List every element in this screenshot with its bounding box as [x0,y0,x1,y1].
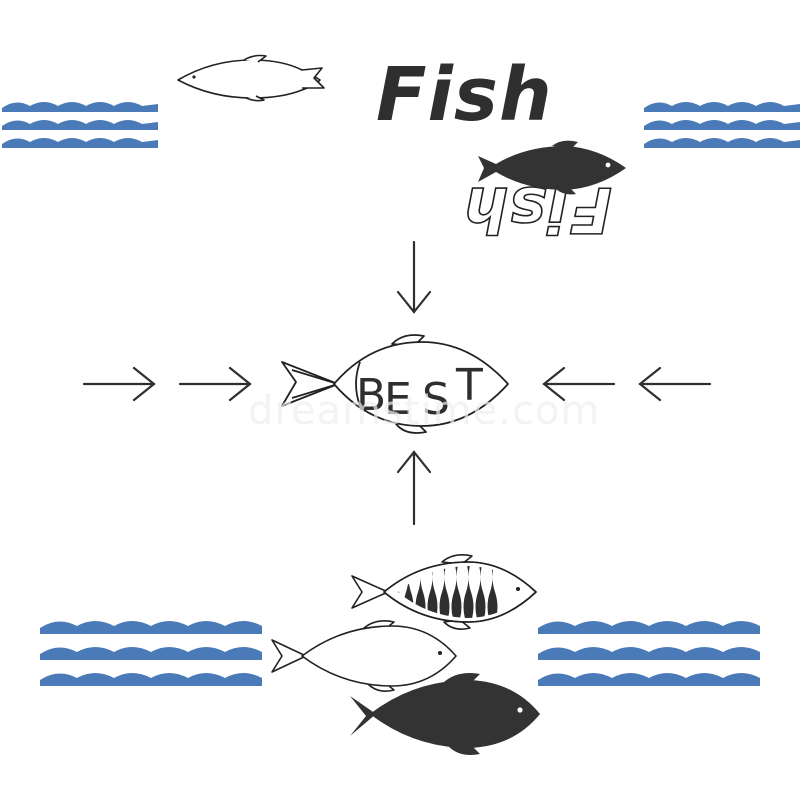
arrow-left-icon [542,366,616,402]
arrow-right-icon [82,366,156,402]
arrow-up-icon [396,450,432,526]
wave-lines-icon [538,621,760,686]
fish-title: Fish [376,52,553,138]
best-letter: T [455,360,483,411]
solid-fish-icon [350,673,540,755]
wave-lines-icon [2,102,158,148]
solid-fish-icon [478,140,626,195]
wave-lines-icon [40,621,262,686]
wave-lines-icon [644,102,800,148]
arrow-right-icon [178,366,252,402]
outline-fish-icon [177,54,325,102]
best-letter: S [422,374,450,425]
arrow-left-icon [638,366,712,402]
best-letter: B [356,370,386,421]
striped-fish-icon [351,554,537,630]
arrow-down-icon [396,240,432,314]
best-letter: E [384,374,412,425]
watermark: dreamstime.com [248,388,600,434]
outline-fish-icon [271,620,457,692]
best-fish-badge [281,334,509,434]
